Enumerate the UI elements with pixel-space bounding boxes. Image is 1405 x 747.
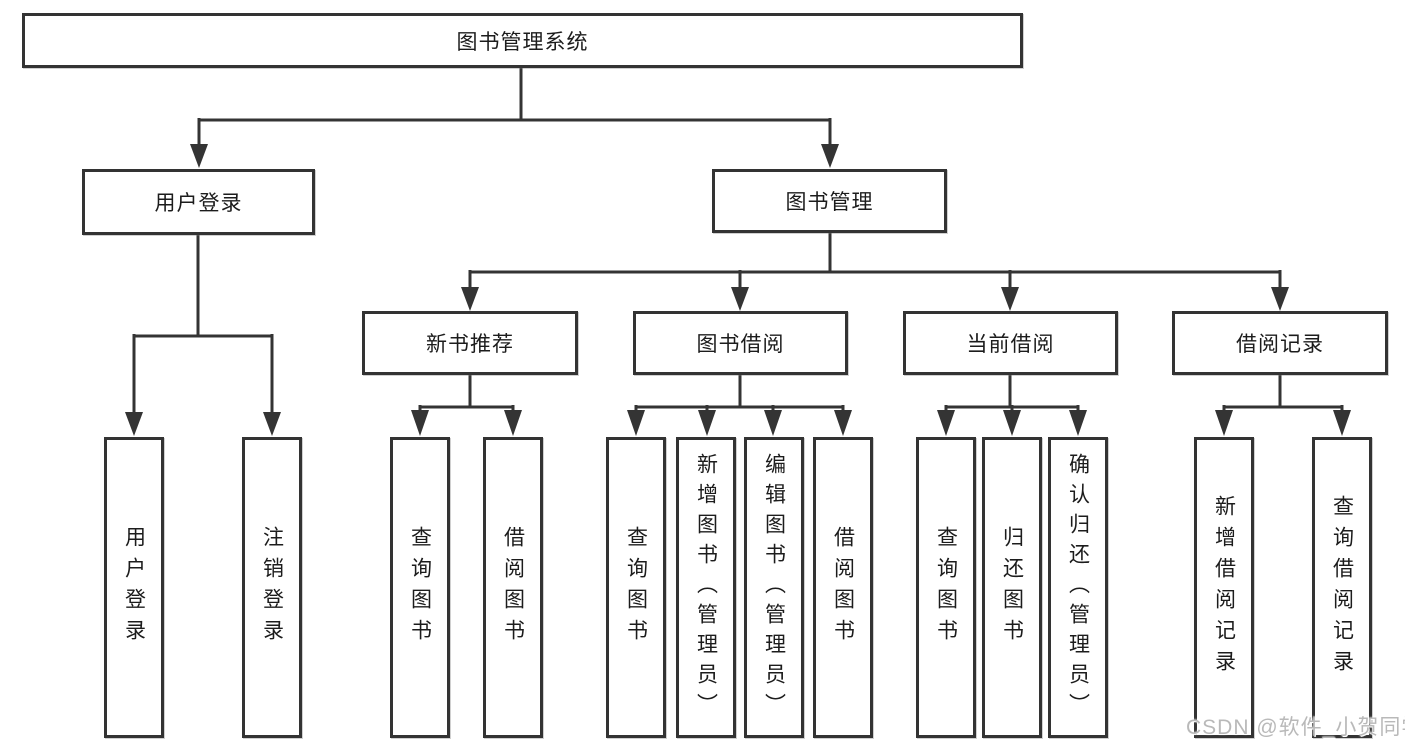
node-label: 借阅图书 [831, 525, 855, 650]
arrowhead [125, 412, 143, 436]
node-borrow-record: 借阅记录 [1172, 311, 1388, 375]
arrowhead [1069, 410, 1087, 436]
arrowhead [1271, 287, 1289, 311]
leaf-query-borrow-record: 查询借阅记录 [1312, 437, 1372, 738]
arrowhead [1215, 410, 1233, 436]
leaf-edit-books-admin: 编辑图书（管理员） [744, 437, 804, 738]
node-book-borrow: 图书借阅 [633, 311, 848, 375]
leaf-newrec-borrow-books: 借阅图书 [483, 437, 543, 738]
node-label: 注销登录 [260, 525, 284, 650]
node-current-borrow: 当前借阅 [903, 311, 1118, 375]
leaf-return-books: 归还图书 [982, 437, 1042, 738]
arrowhead [764, 410, 782, 436]
node-label: 新增图书（管理员） [694, 452, 718, 723]
node-user-login: 用户登录 [82, 169, 315, 235]
arrowhead [1333, 410, 1351, 436]
leaf-add-books-admin: 新增图书（管理员） [676, 437, 736, 738]
node-label: 查询图书 [934, 525, 958, 650]
node-label: 查询图书 [624, 525, 648, 650]
arrowhead [731, 287, 749, 311]
node-root-system: 图书管理系统 [22, 13, 1023, 68]
arrowhead [937, 410, 955, 436]
node-label: 归还图书 [1000, 525, 1024, 650]
node-label: 编辑图书（管理员） [762, 452, 786, 723]
leaf-logout: 注销登录 [242, 437, 302, 738]
node-label: 图书借阅 [696, 333, 785, 356]
node-label: 图书管理 [785, 191, 874, 214]
leaf-current-query-books: 查询图书 [916, 437, 976, 738]
arrowhead [821, 144, 839, 168]
arrowhead [1001, 287, 1019, 311]
node-label: 确认归还（管理员） [1066, 452, 1090, 723]
leaf-borrow-books: 借阅图书 [813, 437, 873, 738]
node-label: 借阅图书 [501, 525, 525, 650]
node-book-management: 图书管理 [712, 169, 947, 233]
leaf-newrec-query-books: 查询图书 [390, 437, 450, 738]
leaf-user-login: 用户登录 [104, 437, 164, 738]
arrowhead [627, 410, 645, 436]
node-label: 新书推荐 [426, 333, 514, 356]
node-label: 用户登录 [122, 525, 146, 650]
leaf-confirm-return-admin: 确认归还（管理员） [1048, 437, 1108, 738]
node-label: 借阅记录 [1236, 333, 1324, 356]
arrowhead [834, 410, 852, 436]
node-label: 当前借阅 [966, 333, 1055, 356]
csdn-watermark: CSDN @软件_小贺同学 [1186, 716, 1405, 739]
arrowhead [698, 410, 716, 436]
node-label: 新增借阅记录 [1212, 494, 1236, 681]
node-label: 查询图书 [408, 525, 432, 650]
leaf-borrow-query-books: 查询图书 [606, 437, 666, 738]
arrowhead [190, 144, 208, 168]
node-label: 用户登录 [154, 192, 243, 215]
arrowhead [1003, 410, 1021, 436]
leaf-add-borrow-record: 新增借阅记录 [1194, 437, 1254, 738]
arrowhead [461, 287, 479, 311]
arrowhead [504, 410, 522, 436]
arrowhead [263, 412, 281, 436]
node-label: 查询借阅记录 [1330, 494, 1354, 681]
node-new-book-recommend: 新书推荐 [362, 311, 578, 375]
arrowhead [411, 410, 429, 436]
node-label: 图书管理系统 [456, 30, 589, 54]
